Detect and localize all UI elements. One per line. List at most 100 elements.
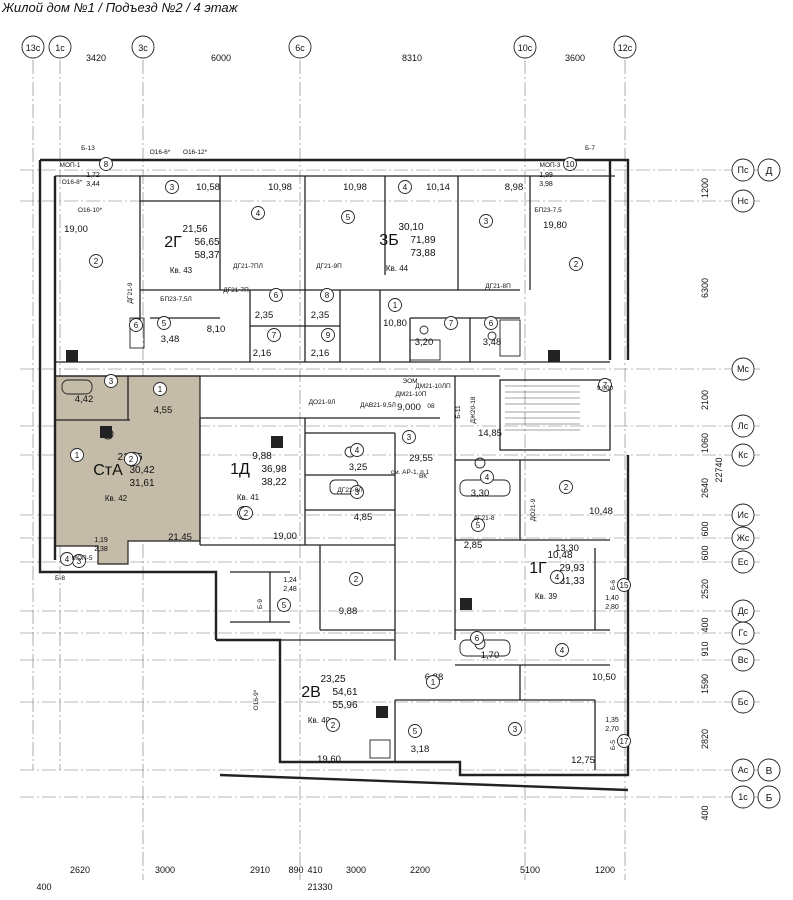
element-mark: Б-5 (610, 740, 617, 750)
room-number-circle (388, 298, 402, 312)
axis-bubble-alt (757, 785, 781, 809)
element-mark: Б-9 (257, 599, 264, 609)
element-mark: ДГ21-7ПЛ (233, 263, 263, 270)
axis-bubble-top (288, 35, 312, 59)
axis-label-top: 13с (26, 43, 41, 53)
axis-label-right: Жс (737, 533, 750, 543)
element-mark: МОП-1 (60, 162, 81, 169)
room-number-circle (350, 443, 364, 457)
room-number: 3 (484, 217, 489, 226)
axis-label-alt: Д (766, 166, 773, 177)
dim-right: 6300 (700, 278, 710, 298)
grid-lines-vertical (32, 60, 626, 880)
room-number-circle (471, 518, 485, 532)
room-number-circle (569, 257, 583, 271)
room-area: 9,000 (397, 402, 421, 413)
room-number-circle (444, 316, 458, 330)
stair-treads (505, 385, 580, 431)
room-area: 4,42 (75, 394, 94, 405)
room-number: 1 (393, 301, 398, 310)
room-area: 10,98 (268, 182, 292, 193)
room-number-circle (408, 724, 422, 738)
room-number-circle (598, 378, 612, 392)
room-number-circle (484, 316, 498, 330)
axis-bubble-alt (757, 158, 781, 182)
room-area: 2,35 (311, 310, 330, 321)
axis-bubble-right (731, 785, 755, 809)
room-number-circle (239, 506, 253, 520)
room-number-circle (559, 480, 573, 494)
apartment-number: Кв. 42 (105, 494, 128, 503)
room-number-circle (555, 643, 569, 657)
room-number: 2 (94, 257, 99, 266)
room-area: 2,38 (94, 546, 108, 553)
room-number: 5 (346, 213, 351, 222)
room-number: 17 (620, 737, 629, 746)
axis-bubble-top (613, 35, 637, 59)
element-mark: ДГ21-8П (485, 283, 511, 290)
room-number: 1 (158, 385, 163, 394)
element-mark: ДМ21-10ЛП (415, 383, 451, 390)
apartment-gross-area: 58,37 (194, 250, 219, 261)
axis-bubble-right (731, 503, 755, 527)
dim-bottom-total: 21330 (307, 882, 332, 892)
room-number-circle (321, 328, 335, 342)
room-number: 7 (449, 319, 454, 328)
axis-label-alt: Б (766, 793, 773, 804)
room-number-circle (70, 448, 84, 462)
axis-label-right: Бс (738, 697, 749, 707)
axis-label-right: Гс (738, 628, 748, 638)
element-mark: ДГ21-9 (127, 282, 134, 303)
element-mark: ДО21-9 (530, 498, 537, 521)
dim-right: 400 (700, 805, 710, 820)
apartment-number: Кв. 39 (535, 592, 558, 601)
room-number-circle (153, 382, 167, 396)
room-number-circle (165, 180, 179, 194)
axis-bubble-top (48, 35, 72, 59)
element-mark: 9.000 (597, 385, 614, 392)
dim-right: 400 (700, 617, 710, 632)
room-area: 3,98 (539, 181, 553, 188)
dim-top: 8310 (402, 53, 422, 63)
room-number: 5 (282, 601, 287, 610)
room-number: 3 (77, 557, 82, 566)
apartment-gross-area: 73,88 (410, 248, 435, 259)
room-number: 1 (431, 678, 436, 687)
room-number: 4 (355, 446, 360, 455)
room-number-circle (157, 316, 171, 330)
room-number: 9 (326, 331, 331, 340)
axis-bubble-alt (757, 758, 781, 782)
room-area: 3,20 (415, 337, 434, 348)
apartment-type: 2Г (164, 234, 182, 251)
room-number-circle (251, 206, 265, 220)
page-title: Жилой дом №1 / Подъезд №2 / 4 этаж (2, 0, 238, 15)
room-number: 6 (475, 634, 480, 643)
axis-label-top: 6с (295, 43, 305, 53)
element-mark: МОП-5 (72, 555, 93, 562)
room-number: 2 (354, 575, 359, 584)
apartment-gross-area: 31,61 (129, 478, 154, 489)
apartment-total-area: 30,42 (129, 465, 154, 476)
room-number: 7 (272, 331, 277, 340)
axis-bubble-right (731, 357, 755, 381)
room-number-circle (320, 288, 334, 302)
room-area: 1,35 (605, 717, 619, 724)
apartment-gross-area: 55,96 (332, 700, 357, 711)
room-number-circle (402, 430, 416, 444)
apartment-gross-area: 31,33 (559, 576, 584, 587)
room-area: 19,00 (273, 531, 297, 542)
dim-bottom: 1200 (595, 865, 615, 875)
room-area: 2,35 (255, 310, 274, 321)
room-area: 12,75 (571, 755, 595, 766)
room-number: 1 (75, 451, 80, 460)
room-number-circle (398, 180, 412, 194)
axis-bubble-right (731, 158, 755, 182)
element-mark: ДГ21-7П (223, 287, 249, 294)
room-area: 10,80 (383, 318, 407, 329)
room-area: 1,72 (86, 172, 100, 179)
room-area: 19,80 (543, 220, 567, 231)
axis-bubble-right (731, 648, 755, 672)
